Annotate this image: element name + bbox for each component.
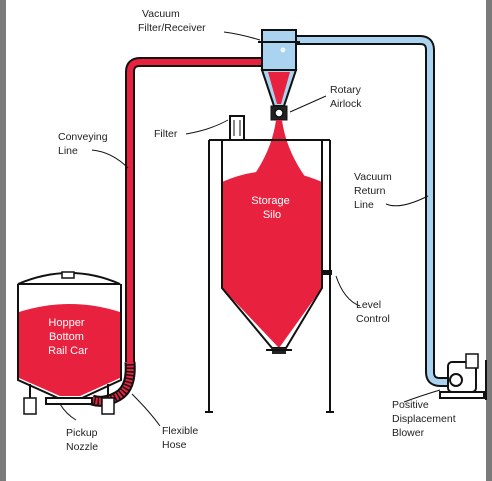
label-vacuum-return-line: Vacuum Return Line	[354, 171, 395, 211]
label-storage-silo: Storage Silo	[251, 195, 293, 221]
hopper-rail-car	[17, 271, 122, 415]
conveying-line	[125, 57, 262, 362]
label-vacuum-filter-receiver: Vacuum Filter/Receiver	[138, 8, 206, 34]
silo-filter	[229, 115, 245, 141]
label-pickup-nozzle: Pickup Nozzle	[66, 427, 100, 453]
vacuum-return-line	[296, 35, 452, 387]
left-frame-edge	[0, 0, 6, 481]
level-control	[322, 270, 332, 275]
label-conveying-line: Conveying Line	[58, 131, 111, 157]
flexible-hose	[90, 361, 136, 407]
label-blower: Positive Displacement Blower	[392, 399, 459, 439]
label-filter: Filter	[154, 128, 178, 140]
label-rotary-airlock: Rotary Airlock	[330, 84, 364, 110]
vacuum-filter-receiver	[258, 29, 300, 107]
label-level-control: Level Control	[356, 299, 390, 325]
leader-lines	[59, 31, 441, 427]
storage-silo	[205, 120, 334, 413]
label-flexible-hose: Flexible Hose	[162, 425, 201, 451]
positive-displacement-blower	[439, 353, 487, 400]
right-frame-edge	[486, 0, 492, 481]
rotary-airlock	[270, 105, 288, 121]
label-hopper-rail-car: Hopper Bottom Rail Car	[48, 317, 88, 357]
